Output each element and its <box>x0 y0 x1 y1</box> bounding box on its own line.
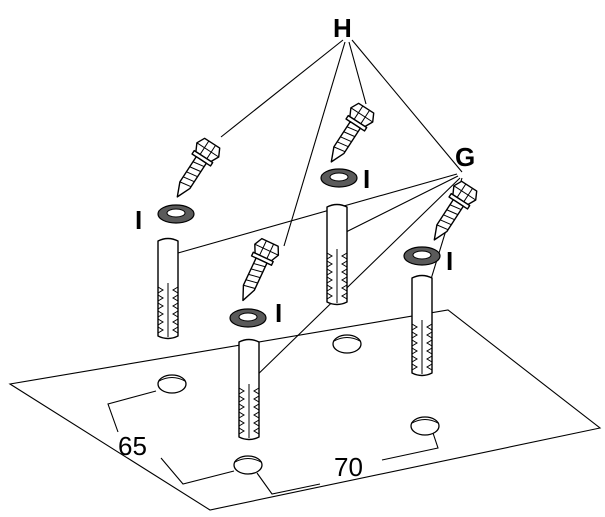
washer-3 <box>229 308 267 328</box>
leader-lines-g <box>177 173 463 382</box>
drill-hole-back <box>332 334 362 354</box>
drill-hole-right <box>410 416 440 436</box>
dimension-line-left-upper <box>107 390 157 433</box>
label-washer-i-2: I <box>363 164 370 194</box>
dimension-65: 65 <box>118 431 147 461</box>
washer-1 <box>157 204 195 224</box>
wall-plug-2 <box>326 203 348 306</box>
drill-hole-front <box>233 455 263 475</box>
label-washer-i-4: I <box>446 246 453 276</box>
washer-2 <box>320 168 358 188</box>
dimension-line-bottom-right <box>381 432 439 461</box>
dimension-line-bottom-left <box>256 472 321 495</box>
screw-2 <box>319 100 378 170</box>
screw-1 <box>165 135 224 205</box>
label-washer-i-1: I <box>135 205 142 235</box>
drill-hole-left <box>157 374 187 394</box>
label-washer-i-3: I <box>275 298 282 328</box>
leader-lines-h <box>220 39 463 247</box>
screw-3 <box>230 236 283 307</box>
dimension-70: 70 <box>334 452 363 482</box>
label-screw-h: H <box>333 13 352 43</box>
wall-plug-3 <box>238 338 260 441</box>
wall-plug-1 <box>157 237 179 340</box>
wall-plug-4 <box>411 274 433 377</box>
wall-plate <box>8 309 602 511</box>
washer-4 <box>403 246 441 266</box>
label-plug-g: G <box>455 142 475 172</box>
dimension-line-left-lower <box>160 457 235 485</box>
